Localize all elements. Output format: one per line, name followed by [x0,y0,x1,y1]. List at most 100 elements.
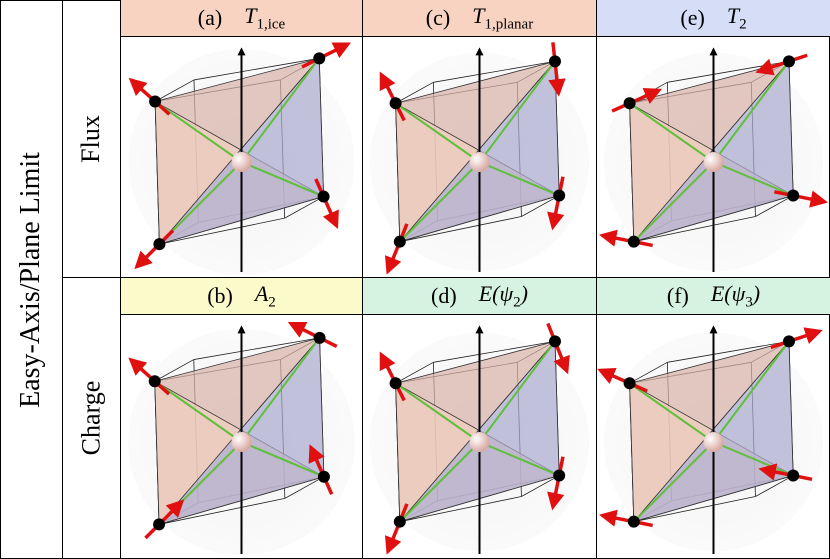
panel-tag: (f) [666,283,689,308]
spin-arrow [599,229,653,248]
spin-arrow [379,71,406,122]
bond-line [241,441,325,478]
divider [362,0,363,559]
bond-line [713,161,794,197]
panel-tag: (d) [431,283,457,308]
bond-line [154,100,243,163]
spin-arrow [611,87,663,113]
site-dot [313,52,326,65]
bond-line [395,102,481,163]
site-dot [389,377,402,390]
panel-header: (e) T2 [597,0,830,37]
center-sphere [469,152,490,172]
site-dot [317,190,330,203]
panel-tag: (a) [197,5,223,30]
panel-header: (d)E(ψ2) [363,278,596,315]
pyrochlore-tetrahedron-diagram [599,47,828,272]
divider [120,0,121,559]
panel-header: (a) T1,ice [121,0,362,37]
bond-line [241,161,324,198]
row-label-flux: Flux [62,0,120,277]
site-dot [153,518,166,531]
spin-arrow [385,503,409,555]
spin-arrow [599,509,653,528]
panel-tag: (c) [425,5,451,30]
side-title: Easy-Axis/Plane Limit [0,0,62,559]
spin-arrow [547,176,565,231]
bond-line [629,382,715,443]
center-sphere [703,432,724,452]
bond-line [399,161,481,243]
bond-line [633,441,715,523]
panel-symbol: T1,planar [472,2,534,33]
spin-arrow [308,444,334,495]
panel-symbol: A2 [254,280,276,311]
row-label-text: Flux [76,114,105,163]
bond-line [154,380,243,443]
spin-arrow [379,351,406,402]
spin-arrow [385,223,409,275]
site-dot [787,189,800,202]
spin-arrow [770,327,823,350]
center-sphere [231,432,252,452]
spin-arrow [758,463,813,482]
side-title-text: Easy-Axis/Plane Limit [15,151,47,408]
center-sphere [469,432,490,452]
center-sphere [231,152,252,172]
panel-symbol: T1,ice [244,2,286,33]
site-dot [393,515,406,528]
bond-line [479,441,560,477]
spin-arrow [128,77,171,116]
bond-line [712,60,790,163]
pyrochlore-tetrahedron-diagram [128,322,355,556]
site-dot [782,335,795,348]
spin-arrow [546,322,570,375]
bond-line [158,161,243,245]
panel-header: (f) E(ψ3) [597,278,830,315]
panel-tag: (b) [207,283,233,308]
bond-line [478,60,556,163]
bond-line [713,441,794,477]
site-dot [153,238,166,251]
spin-arrow [134,229,175,270]
bond-line [633,161,715,243]
pyrochlore-tetrahedron-diagram [597,325,824,554]
site-dot [627,235,640,248]
bond-line [399,441,481,523]
spin-arrow [287,322,338,349]
site-dot [393,235,406,248]
panel-header: (c) T1,planar [363,0,596,37]
panel-header: (b) A2 [121,278,362,315]
bond-line [712,340,790,443]
site-dot [623,97,636,110]
bond-line [240,337,321,443]
spin-arrow [301,42,352,69]
spin-arrow [144,499,185,540]
spin-arrow [128,357,171,396]
bond-line [240,57,321,163]
site-dot [627,515,640,528]
site-dot [553,189,566,202]
site-dot [389,97,402,110]
pyrochlore-tetrahedron-diagram [369,42,590,275]
spin-arrow [774,190,828,208]
panel-tag: (e) [680,5,705,30]
panel-symbol: T2 [726,2,747,33]
panel-symbol: E(ψ3) [710,280,761,311]
bond-line [395,382,481,443]
site-dot [548,55,561,68]
site-dot [548,335,561,348]
site-dot [623,377,636,390]
row-label-charge: Charge [62,277,120,559]
site-dot [787,469,800,482]
pyrochlore-tetrahedron-diagram [369,322,590,555]
bond-line [478,340,556,443]
site-dot [313,331,326,344]
site-dot [782,55,795,68]
site-dot [317,470,330,483]
spin-arrow [755,53,808,76]
row-label-text: Charge [76,380,105,456]
site-dot [148,375,161,388]
bond-line [629,102,715,163]
pyrochlore-tetrahedron-diagram [128,42,355,275]
